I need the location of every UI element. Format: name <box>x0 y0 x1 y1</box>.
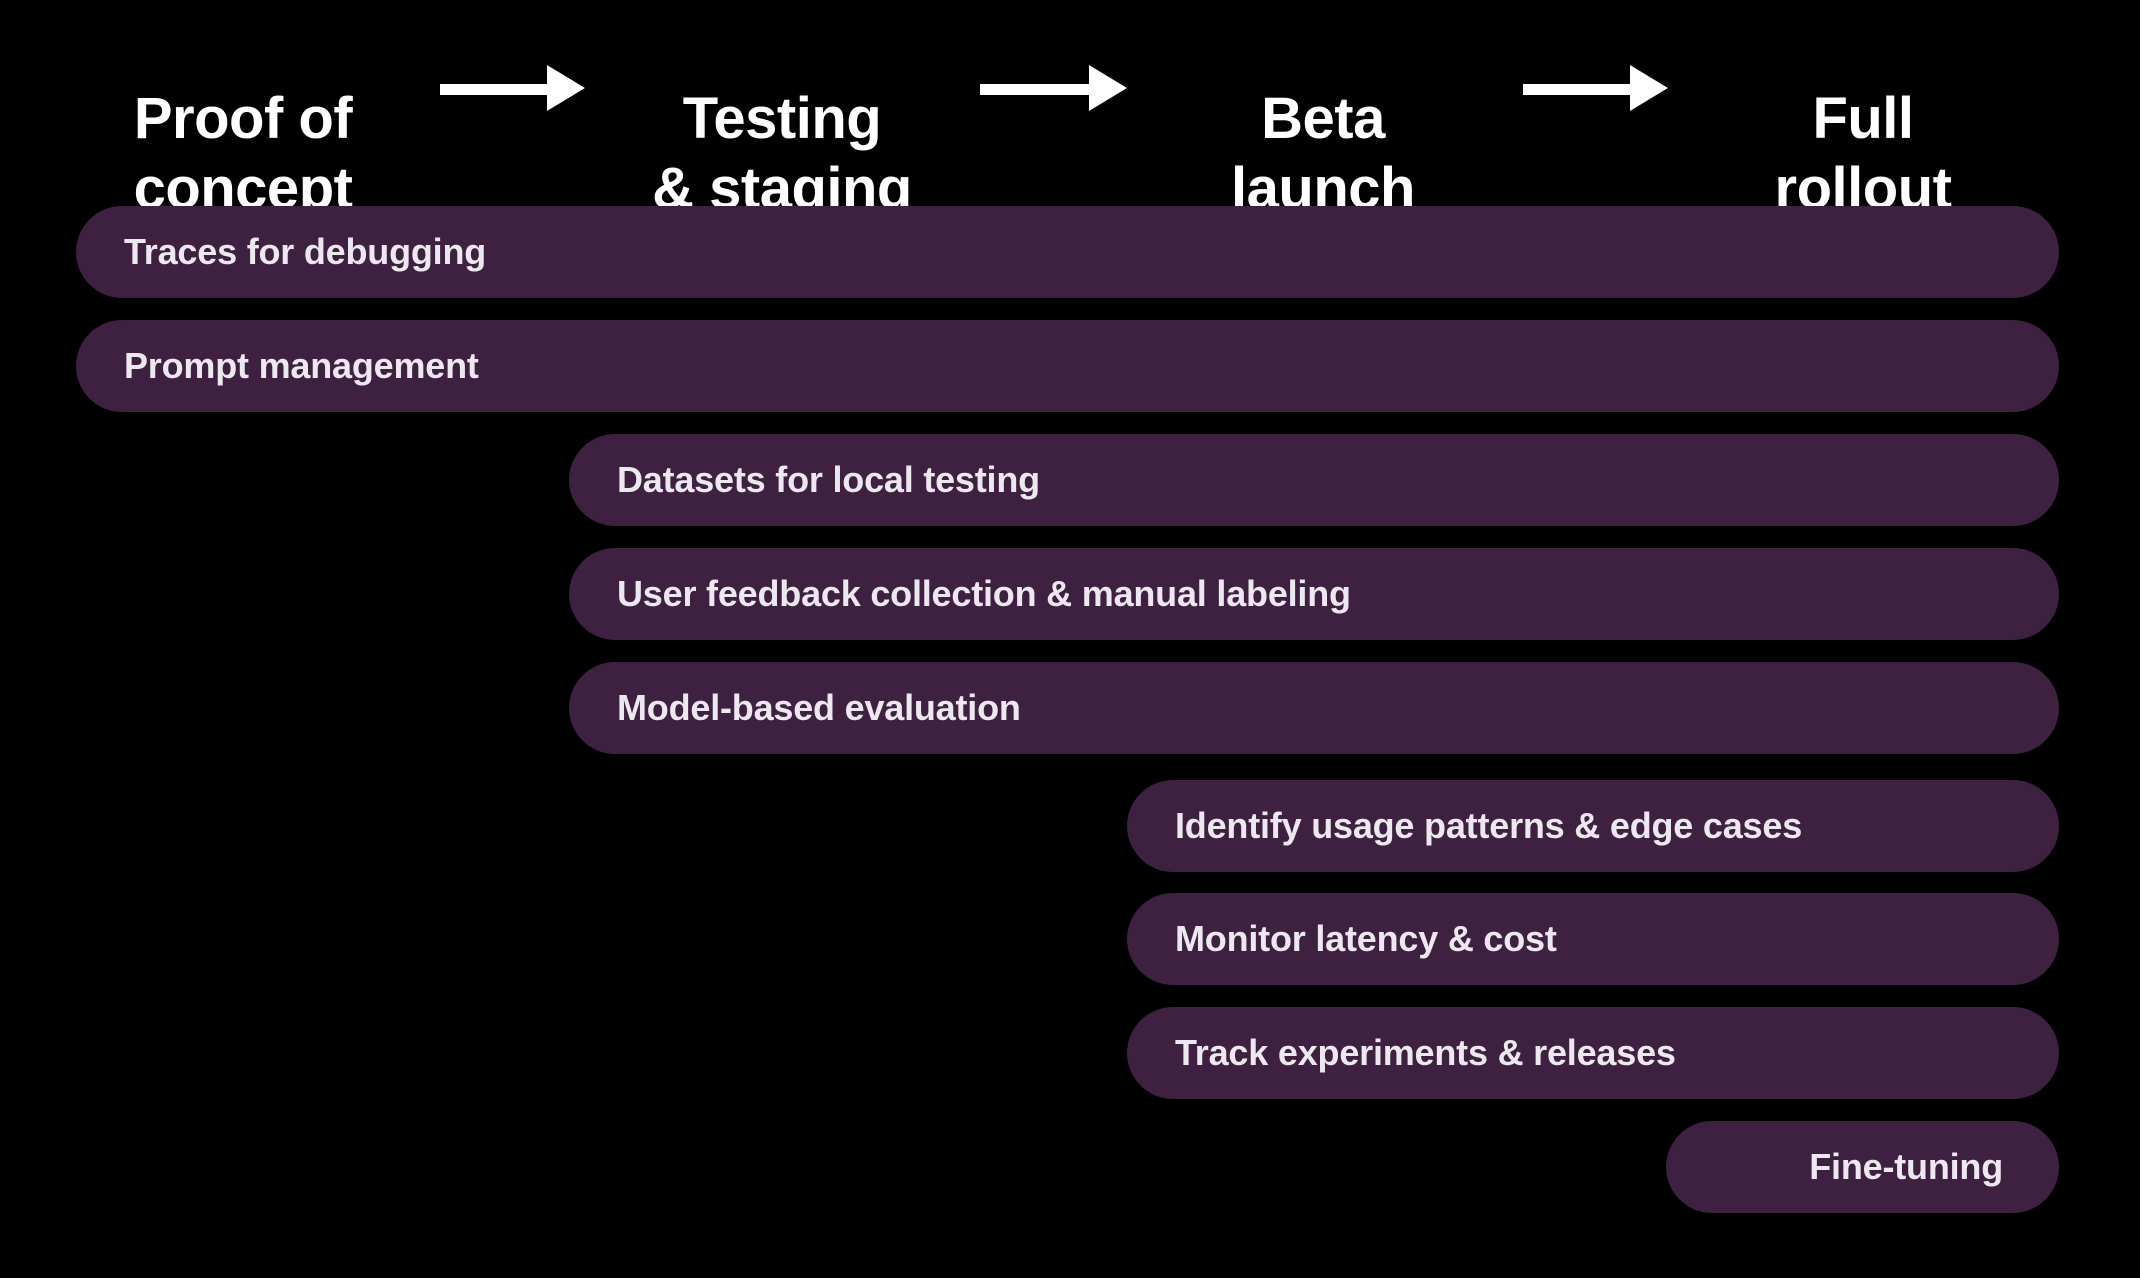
capability-bar-model-based-evaluation[interactable]: Model-based evaluation <box>569 662 2059 754</box>
capability-bar-label: Datasets for local testing <box>617 459 1040 500</box>
arrow-shaft <box>1523 84 1633 95</box>
capability-bar-label: User feedback collection & manual labeli… <box>617 573 1351 614</box>
capability-bar-label: Model-based evaluation <box>617 687 1021 728</box>
arrow-shaft <box>440 84 550 95</box>
arrow-shaft <box>980 84 1092 95</box>
stage-header-testing-and-staging: Testing & staging <box>572 14 992 224</box>
stage-header-label: Beta launch <box>1231 86 1415 221</box>
capability-bar-label: Traces for debugging <box>124 231 487 272</box>
capability-bar-track-experiments-and-releases[interactable]: Track experiments & releases <box>1127 1007 2059 1099</box>
stage-header-full-rollout: Full rollout <box>1653 14 2073 224</box>
arrow-head <box>1089 65 1127 111</box>
capability-bar-identify-usage-patterns[interactable]: Identify usage patterns & edge cases <box>1127 780 2059 872</box>
capability-bar-label: Fine-tuning <box>1809 1146 2003 1187</box>
arrow-right-icon <box>1523 65 1668 111</box>
capability-bar-label: Prompt management <box>124 345 479 386</box>
stage-header-label: Full rollout <box>1774 86 1952 221</box>
capability-bar-fine-tuning[interactable]: Fine-tuning <box>1666 1121 2059 1213</box>
stage-header-label: Proof of concept <box>133 86 353 221</box>
capability-bar-monitor-latency-and-cost[interactable]: Monitor latency & cost <box>1127 893 2059 985</box>
capability-bar-label: Monitor latency & cost <box>1175 918 1557 959</box>
capability-bar-datasets-for-local-testing[interactable]: Datasets for local testing <box>569 434 2059 526</box>
capability-bar-prompt-management[interactable]: Prompt management <box>76 320 2059 412</box>
stage-header-label: Testing & staging <box>652 86 912 221</box>
arrow-head <box>547 65 585 111</box>
capability-bar-traces-for-debugging[interactable]: Traces for debugging <box>76 206 2059 298</box>
arrow-right-icon <box>980 65 1127 111</box>
stage-header-proof-of-concept: Proof of concept <box>33 14 453 224</box>
capability-bar-user-feedback-collection[interactable]: User feedback collection & manual labeli… <box>569 548 2059 640</box>
capability-bar-label: Track experiments & releases <box>1175 1032 1676 1073</box>
stage-header-beta-launch: Beta launch <box>1113 14 1533 224</box>
capability-bar-label: Identify usage patterns & edge cases <box>1175 805 1803 846</box>
arrow-head <box>1630 65 1668 111</box>
arrow-right-icon <box>440 65 585 111</box>
